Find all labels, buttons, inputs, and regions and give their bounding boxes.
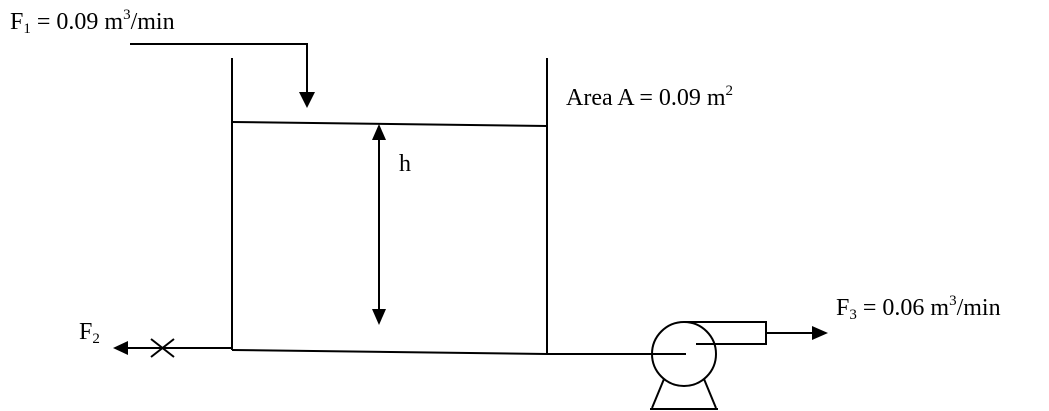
height-label: h [399,151,411,177]
inlet-stream-f1 [130,43,315,108]
f3-label: F3 = 0.06 m3/min [836,293,1001,323]
outlet-stream-f3 [766,326,828,340]
f1-label: F1 = 0.09 m3/min [10,7,175,37]
f2-label: F2 [79,319,100,347]
inlet-pipe [130,43,308,98]
tank-bottom [231,349,548,355]
height-arrow [372,124,386,325]
height-arrowhead-top [372,124,386,140]
area-label: Area A = 0.09 m2 [566,83,734,112]
pump-leg-right [703,378,717,409]
valve-icon-b [150,338,175,358]
pump-leg-left [651,378,665,409]
outlet-f3-arrowhead [812,326,828,340]
height-arrowhead-bottom [372,309,386,325]
pump-icon [650,321,767,410]
inlet-arrowhead [299,92,315,108]
outlet-stream-f2 [113,338,232,358]
outlet-f2-arrowhead [113,341,128,355]
liquid-level-line [231,121,548,127]
